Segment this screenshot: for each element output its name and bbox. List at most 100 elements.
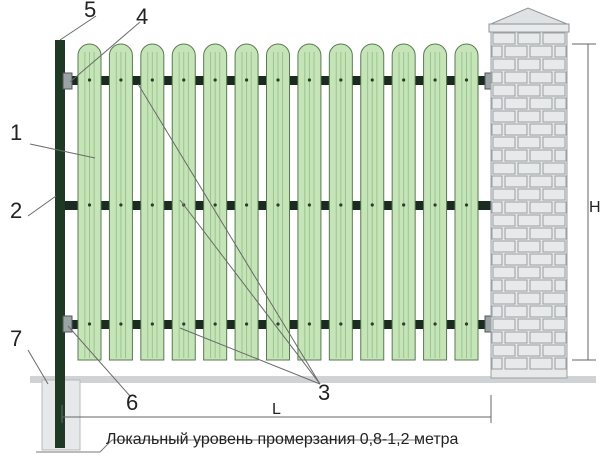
brick: [517, 240, 541, 253]
post-bracket-bottom: [62, 315, 73, 333]
brick: [517, 162, 541, 175]
brick: [492, 188, 516, 201]
callout-6: 6: [126, 390, 138, 415]
brick: [554, 123, 567, 136]
brick: [504, 279, 528, 292]
brick: [491, 149, 503, 162]
picket: [140, 43, 165, 361]
brick: [529, 331, 553, 344]
brick: [542, 162, 566, 175]
brick: [491, 253, 503, 266]
brick: [542, 32, 566, 45]
brick: [504, 253, 528, 266]
brick: [491, 279, 503, 292]
brick: [492, 58, 516, 71]
brick: [542, 110, 566, 123]
picket: [297, 43, 322, 361]
brick: [504, 71, 528, 84]
brick: [491, 357, 503, 370]
brick: [542, 318, 566, 331]
brick: [529, 201, 553, 214]
brick: [554, 201, 567, 214]
brick-pillar: [488, 7, 570, 379]
brick: [554, 149, 567, 162]
brick: [554, 97, 567, 110]
length-label: L: [272, 401, 281, 418]
brick: [517, 110, 541, 123]
brick: [492, 214, 516, 227]
pillar-bricks: [490, 31, 568, 379]
brick: [517, 266, 541, 279]
brick: [529, 45, 553, 58]
brick: [517, 84, 541, 97]
brick: [504, 149, 528, 162]
brick: [529, 71, 553, 84]
height-label: H: [589, 199, 601, 216]
dimension-l: L: [61, 395, 492, 423]
picket: [454, 43, 479, 361]
picket: [328, 43, 353, 361]
brick: [504, 357, 528, 370]
brick: [517, 318, 541, 331]
picket: [423, 43, 448, 361]
brick: [504, 305, 528, 318]
brick: [504, 123, 528, 136]
pillar-cap-base: [488, 23, 570, 33]
picket: [108, 43, 133, 361]
brick: [542, 136, 566, 149]
picket: [360, 43, 385, 361]
brick: [491, 123, 503, 136]
brick: [492, 240, 516, 253]
brick: [492, 318, 516, 331]
brick: [529, 253, 553, 266]
brick: [542, 188, 566, 201]
picket: [171, 43, 196, 361]
brick: [517, 188, 541, 201]
brick: [491, 227, 503, 240]
brick: [491, 45, 503, 58]
brick: [517, 344, 541, 357]
brick: [504, 97, 528, 110]
brick: [542, 240, 566, 253]
brick: [504, 175, 528, 188]
brick: [554, 253, 567, 266]
brick: [504, 201, 528, 214]
brick: [542, 214, 566, 227]
callout-5: 5: [84, 0, 96, 22]
brick: [554, 227, 567, 240]
brick: [517, 292, 541, 305]
brick: [517, 58, 541, 71]
brick: [504, 227, 528, 240]
brick: [554, 279, 567, 292]
callout-4: 4: [136, 4, 148, 29]
picket: [266, 43, 290, 361]
brick: [529, 149, 553, 162]
brick: [554, 357, 567, 370]
brick: [492, 32, 516, 45]
brick: [517, 32, 541, 45]
brick: [529, 123, 553, 136]
picket: [203, 43, 228, 361]
leader-lines: [27, 15, 321, 397]
callout-1: 1: [10, 120, 22, 145]
brick: [542, 266, 566, 279]
brick: [491, 175, 503, 188]
brick: [492, 266, 516, 279]
brick: [529, 227, 553, 240]
brick: [492, 84, 516, 97]
brick: [517, 136, 541, 149]
brick: [492, 344, 516, 357]
brick: [491, 331, 503, 344]
brick: [542, 344, 566, 357]
brick: [554, 305, 567, 318]
brick: [492, 110, 516, 123]
brick: [492, 292, 516, 305]
brick: [492, 162, 516, 175]
brick: [529, 357, 553, 370]
brick: [504, 331, 528, 344]
picket: [391, 43, 416, 361]
callout-7: 7: [10, 326, 22, 351]
callout-3: 3: [318, 380, 330, 405]
